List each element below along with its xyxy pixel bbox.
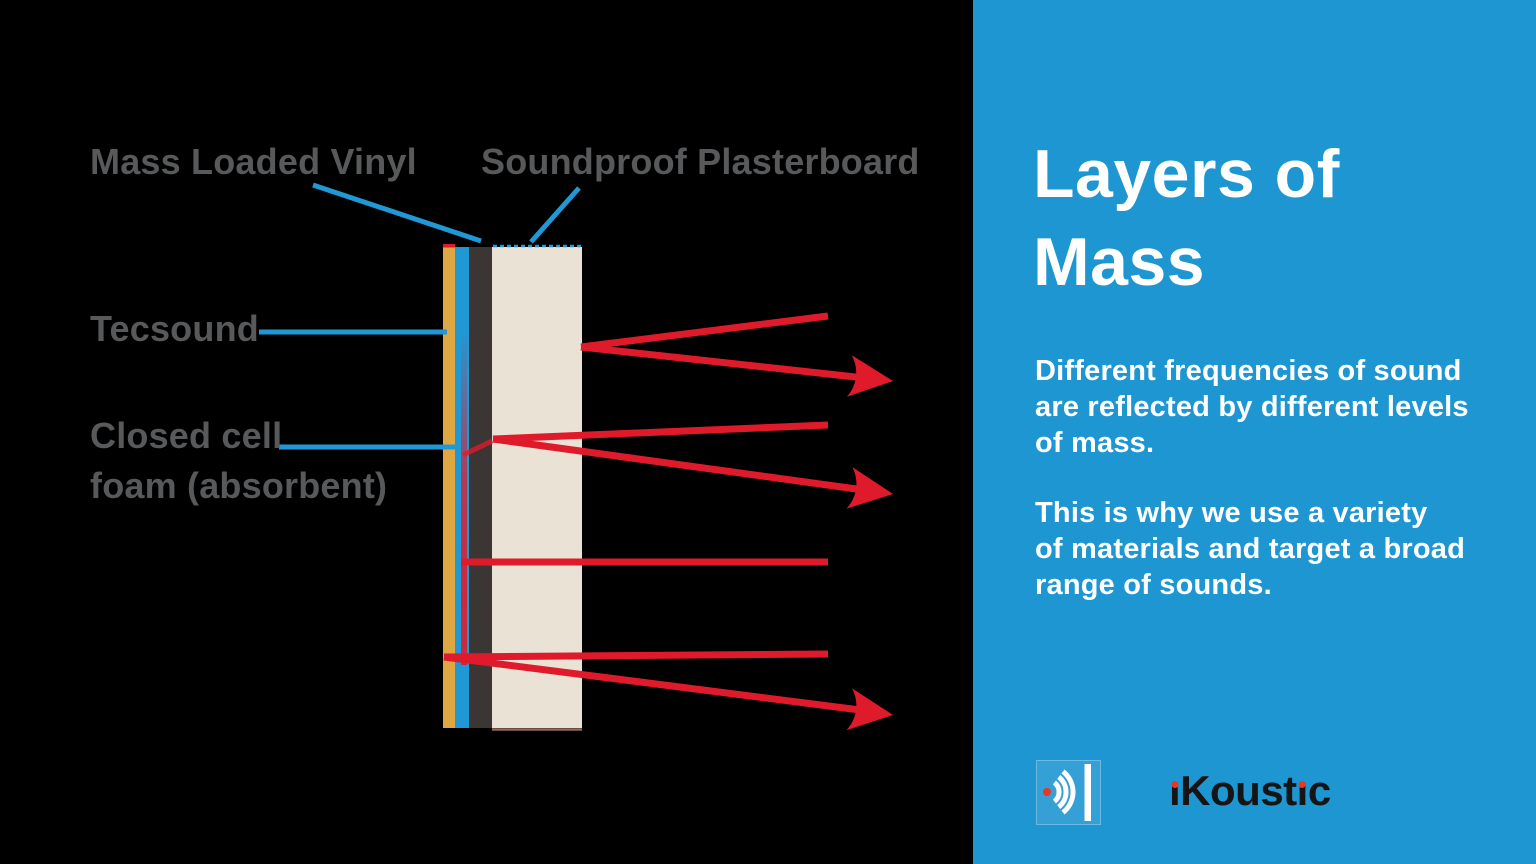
pointer-line-mass-loaded-vinyl bbox=[312, 182, 482, 244]
pointer-line-soundproof-plasterboard bbox=[529, 186, 581, 244]
diagram-area: Mass Loaded Vinyl Soundproof Plasterboar… bbox=[90, 141, 920, 731]
sound-ray-3 bbox=[443, 650, 893, 731]
info-panel: Layers of Mass Different frequencies of … bbox=[973, 0, 1536, 864]
label-soundproof-plasterboard: Soundproof Plasterboard bbox=[481, 141, 920, 182]
stack-top-red-edge bbox=[443, 244, 455, 248]
sound-ray-1 bbox=[580, 312, 893, 397]
sound-waves-icon bbox=[1036, 760, 1101, 825]
absorbed-sound-path bbox=[461, 330, 828, 665]
layer-mass-loaded-vinyl bbox=[469, 247, 492, 728]
layer-tecsound bbox=[443, 247, 455, 728]
panel-paragraph-1: Different frequencies of sound are refle… bbox=[1035, 355, 1469, 459]
label-mass-loaded-vinyl: Mass Loaded Vinyl bbox=[90, 141, 417, 182]
label-tecsound: Tecsound bbox=[90, 308, 259, 349]
layer-soundproof-plasterboard bbox=[492, 247, 582, 728]
sound-ray-2 bbox=[492, 421, 893, 509]
panel-paragraph-2: This is why we use a variety of material… bbox=[1035, 497, 1466, 601]
panel-title: Layers of Mass bbox=[1033, 136, 1340, 300]
wall-layers-drawing bbox=[259, 182, 893, 731]
label-closed-cell-foam: Closed cell foam (absorbent) bbox=[90, 415, 388, 506]
